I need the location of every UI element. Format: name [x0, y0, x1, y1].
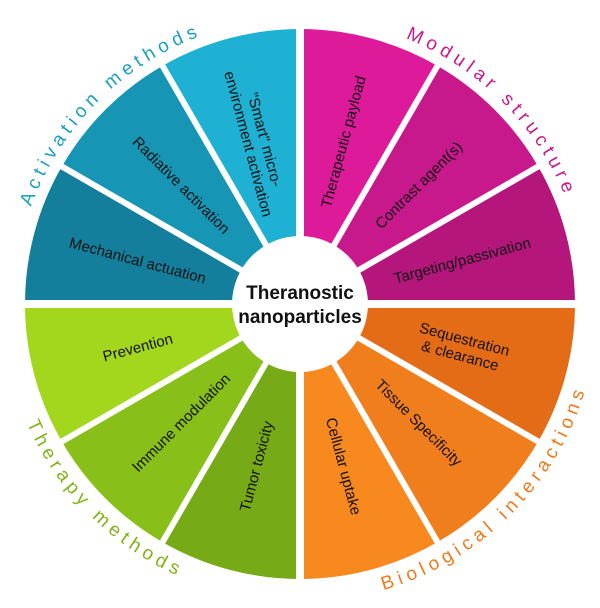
segment-activation-3: [162, 29, 300, 304]
segment-activation-2: [61, 65, 300, 304]
segment-therapy-1: [162, 304, 300, 579]
segment-modular-1: [300, 29, 438, 304]
segment-modular-3: [300, 166, 575, 304]
segment-biological-3: [300, 304, 438, 579]
segment-therapy-3: [25, 304, 300, 442]
segment-biological-1: [300, 304, 575, 442]
segment-biological-2: [300, 304, 539, 543]
segment-modular-2: [300, 65, 539, 304]
segment-therapy-2: [61, 304, 300, 543]
segment-activation-1: [25, 166, 300, 304]
